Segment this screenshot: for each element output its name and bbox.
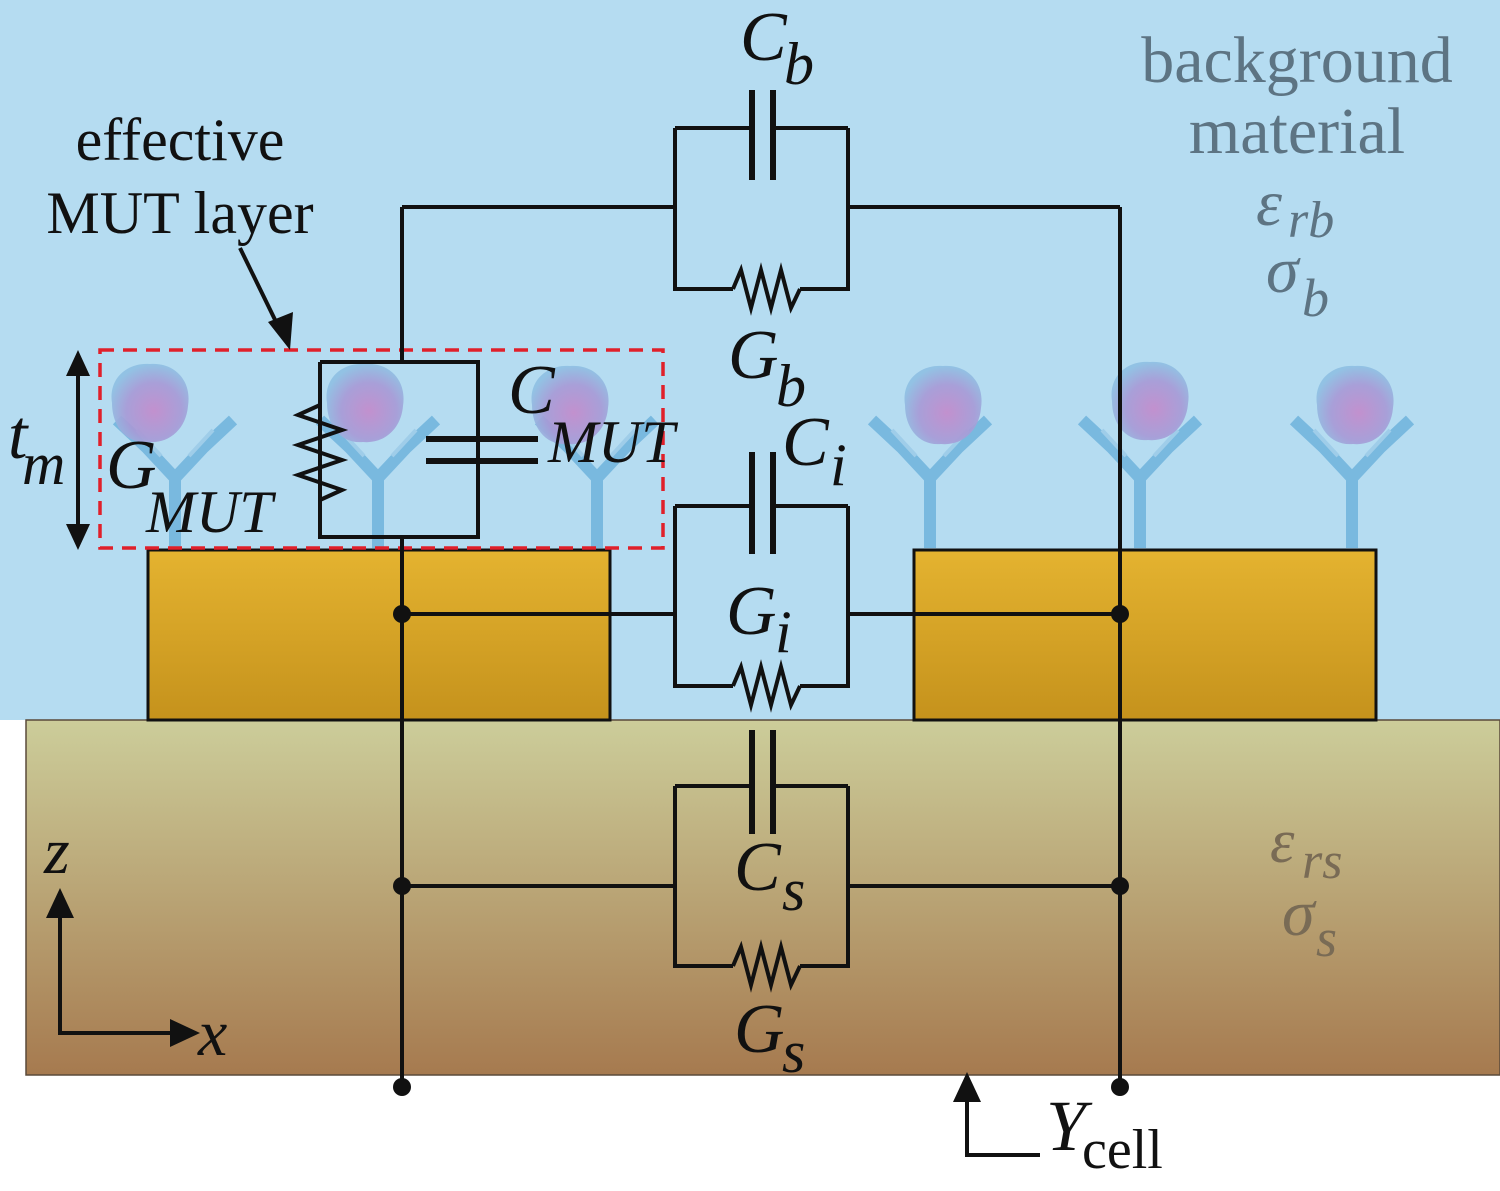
junction-dot: [1111, 605, 1129, 623]
ycell-label: Y cell: [1046, 1086, 1163, 1181]
eps-b-label: ε rb: [1256, 167, 1334, 249]
ci-gi-branch: [402, 452, 1120, 713]
svg-text:rs: rs: [1302, 833, 1342, 890]
cs-gs-branch: [402, 730, 1120, 993]
background-label-line2: material: [1189, 95, 1405, 168]
antigen-blob-icon: [904, 365, 982, 445]
cmut-label: C MUT: [508, 352, 678, 475]
svg-text:G: G: [106, 427, 157, 504]
svg-text:G: G: [726, 573, 777, 650]
junction-dots: [393, 605, 1129, 1096]
antigen-blob-icon: [1111, 361, 1189, 441]
svg-text:cell: cell: [1082, 1119, 1163, 1181]
background-label-line1: background: [1141, 24, 1453, 97]
svg-text:G: G: [734, 991, 785, 1068]
resistor-symbol: [731, 659, 802, 713]
right-electrode: [912, 548, 1378, 722]
resistor-symbol: [731, 939, 802, 993]
pointer-arrow-icon: [238, 247, 293, 350]
svg-text:σ: σ: [1282, 877, 1317, 950]
svg-text:s: s: [1316, 908, 1337, 968]
sigma-s-label: σ s: [1282, 877, 1337, 968]
ci-label: C i: [782, 404, 847, 498]
svg-text:σ: σ: [1266, 234, 1301, 307]
svg-text:C: C: [508, 352, 556, 429]
terminal-dot: [1111, 1078, 1129, 1096]
cmut-gmut-branch: [291, 360, 538, 539]
svg-text:C: C: [734, 829, 782, 906]
cb-gb-branch: [402, 90, 1120, 316]
svg-text:m: m: [22, 431, 65, 497]
svg-text:t: t: [8, 397, 29, 474]
z-axis-label: z: [43, 815, 70, 888]
svg-text:s: s: [782, 1019, 805, 1085]
eps-s-label: ε rs: [1270, 808, 1342, 890]
resistor-symbol: [731, 262, 802, 316]
left-electrode: [146, 548, 612, 722]
substrate-layer: [25, 719, 1500, 1076]
svg-text:MUT: MUT: [145, 479, 276, 545]
svg-text:b: b: [784, 31, 814, 97]
cs-label: C s: [734, 829, 805, 923]
svg-text:Y: Y: [1046, 1086, 1093, 1166]
gi-label: G i: [726, 573, 792, 665]
resistor-symbol: [291, 403, 349, 502]
gb-label: G b: [728, 317, 806, 419]
svg-text:s: s: [782, 857, 805, 923]
svg-text:i: i: [775, 599, 792, 665]
x-axis-label: x: [197, 997, 227, 1070]
thickness-arrow-icon: [66, 350, 90, 550]
svg-text:G: G: [728, 317, 779, 394]
sigma-b-label: σ b: [1266, 234, 1329, 328]
gs-label: G s: [734, 991, 805, 1085]
svg-text:b: b: [776, 353, 806, 419]
effective-label-line1: effective: [76, 107, 285, 173]
svg-text:ε: ε: [1256, 167, 1282, 240]
effective-label-line2: MUT layer: [46, 180, 313, 246]
svg-text:rb: rb: [1288, 192, 1334, 249]
svg-text:MUT: MUT: [547, 409, 678, 475]
svg-text:C: C: [740, 0, 788, 76]
terminal-dot: [393, 1078, 411, 1096]
axes-icon: [46, 888, 200, 1047]
gmut-label: G MUT: [106, 427, 276, 545]
ycell-arrow-icon: [953, 1072, 1040, 1157]
svg-text:C: C: [782, 404, 830, 481]
cb-label: C b: [740, 0, 814, 97]
junction-dot: [393, 605, 411, 623]
svg-text:ε: ε: [1270, 808, 1295, 876]
tm-label: t m: [8, 397, 65, 497]
junction-dot: [393, 877, 411, 895]
mut-layer-box: [98, 348, 665, 550]
junction-dot: [1111, 877, 1129, 895]
svg-text:b: b: [1302, 268, 1329, 328]
antigen-blob-icon: [1316, 365, 1394, 445]
svg-text:i: i: [830, 432, 847, 498]
